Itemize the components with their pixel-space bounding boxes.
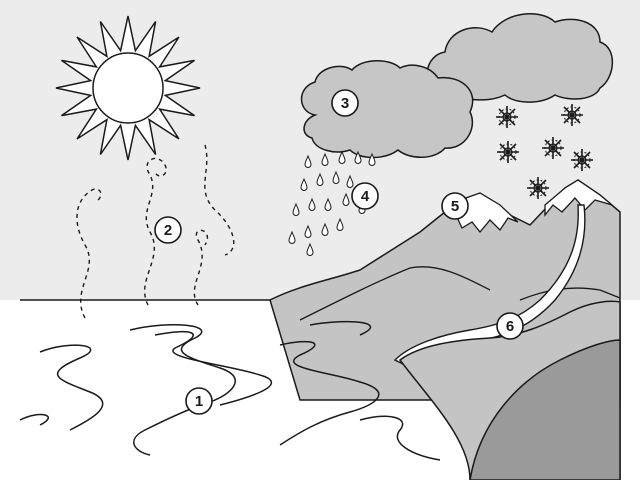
marker-circle	[496, 312, 524, 340]
snow-cap	[455, 192, 519, 234]
sea-waves	[19, 320, 441, 461]
marker-circle	[351, 182, 379, 210]
marker-5: 5	[441, 192, 469, 220]
cloud-icon	[426, 13, 614, 103]
foreground-hill	[469, 339, 621, 480]
marker-label: 3	[341, 95, 349, 112]
marker-circle	[154, 216, 182, 244]
vapor-wisp-icon	[76, 144, 235, 319]
marker-6: 6	[496, 312, 524, 340]
marker-label: 2	[164, 222, 172, 239]
marker-3: 3	[331, 89, 359, 117]
marker-2: 2	[154, 216, 182, 244]
marker-circle	[441, 192, 469, 220]
marker-label: 4	[361, 188, 370, 205]
sun-icon	[55, 15, 201, 161]
marker-circle	[331, 89, 359, 117]
marker-label: 6	[506, 318, 514, 335]
marker-label: 5	[451, 198, 459, 215]
marker-1: 1	[185, 387, 213, 415]
marker-circle	[185, 387, 213, 415]
mountain-ridge	[299, 266, 491, 321]
cloud-icon	[300, 60, 474, 159]
step-markers: 1 2 3 4 5 6	[154, 89, 524, 415]
marker-4: 4	[351, 182, 379, 210]
snow-cap	[544, 179, 613, 217]
marker-label: 1	[195, 393, 203, 410]
